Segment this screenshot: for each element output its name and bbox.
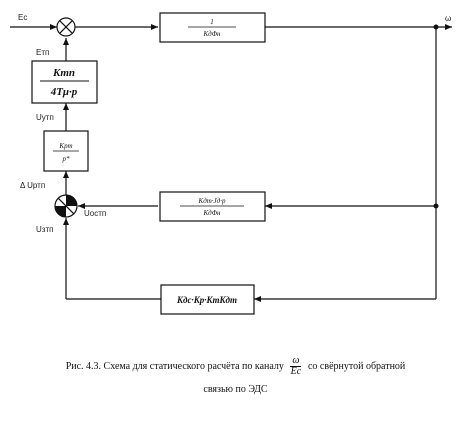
emf-feedback-denominator: KдΦн — [202, 209, 221, 217]
caption-suffix: со свёрнутой обратной — [307, 360, 406, 372]
block-diagram: 1 KдΦн Kтп 4Tμ·p Kрт p* Kдт·Jд·p KдΦн Kд… — [10, 12, 452, 315]
label-delta-u-rtp: Δ Uртп — [20, 181, 45, 190]
motor-transfer-block: 1 KдΦн — [159, 12, 266, 43]
motor-denominator: KдΦн — [202, 30, 221, 38]
motor-numerator: 1 — [210, 18, 214, 26]
emf-feedback-block: Kдт·Jд·p KдΦн — [159, 191, 266, 222]
figure-caption: Рис. 4.3. Схема для статического расчёта… — [0, 356, 471, 397]
caption-fraction: ω Ec — [290, 355, 302, 377]
label-u-ztp: Uзтп — [36, 225, 53, 234]
label-u-ostp: Uостп — [84, 209, 106, 218]
label-u-utp: Uутп — [36, 113, 54, 122]
label-output-omega: ω — [445, 14, 451, 23]
label-e-tp: Eтп — [36, 48, 49, 57]
junction-dot-top — [433, 24, 439, 30]
caption-fraction-denominator: Ec — [290, 366, 302, 377]
converter-denominator: 4Tμ·p — [50, 86, 78, 98]
caption-fraction-numerator: ω — [290, 355, 302, 367]
speed-feedback-block: Kдс·Kp·KтKдт — [160, 284, 255, 315]
regulator-transfer-block: Kрт p* — [43, 130, 89, 172]
converter-numerator: Kтп — [52, 67, 75, 79]
junction-dot-middle — [433, 203, 439, 209]
summing-junction-bottom — [54, 194, 78, 218]
label-input-ec: Ec — [18, 13, 27, 22]
caption-prefix: Рис. 4.3. Схема для статического расчёта… — [65, 360, 284, 372]
summing-junction-top — [56, 17, 76, 37]
regulator-denominator: p* — [62, 155, 71, 163]
signal-lines — [10, 24, 452, 302]
emf-feedback-numerator: Kдт·Jд·p — [198, 197, 226, 205]
caption-line2: связью по ЭДС — [203, 384, 268, 395]
converter-transfer-block: Kтп 4Tμ·p — [31, 60, 98, 104]
speed-feedback-gain: Kдс·Kp·KтKдт — [176, 295, 237, 305]
regulator-numerator: Kрт — [58, 142, 72, 150]
